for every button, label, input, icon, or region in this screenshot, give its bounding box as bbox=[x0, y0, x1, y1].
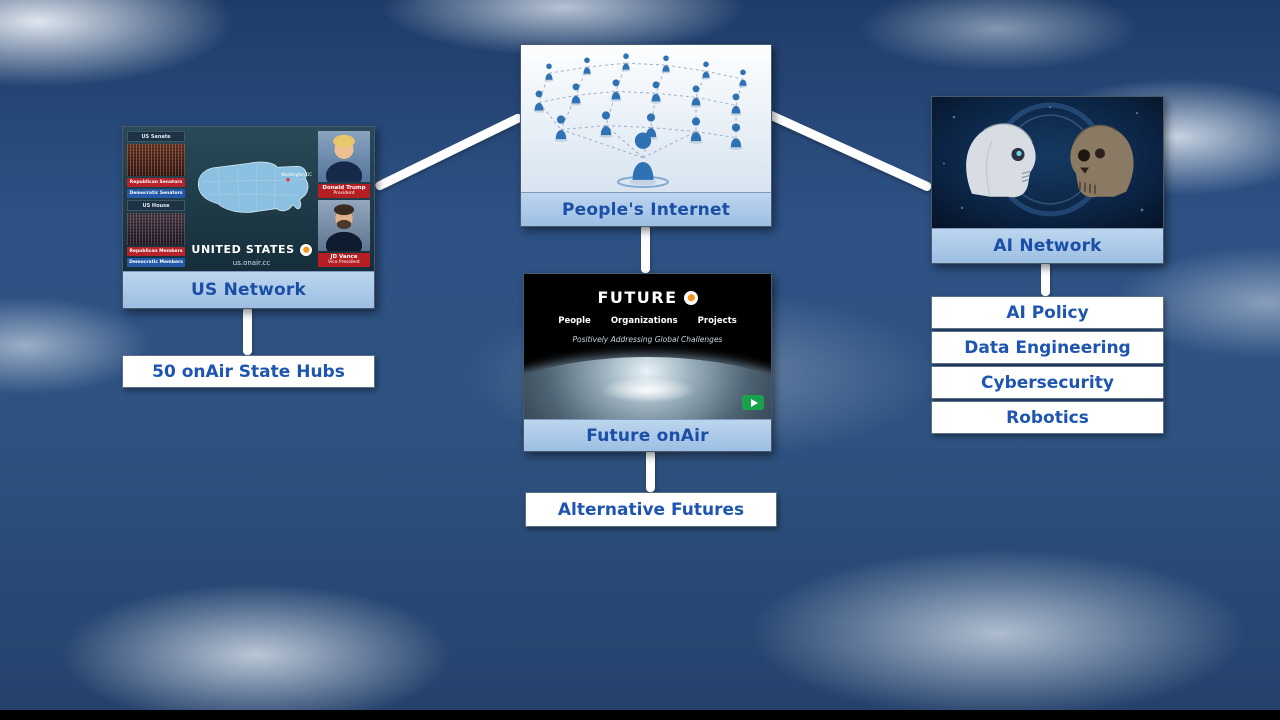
us-house-header: US House bbox=[127, 200, 185, 211]
future-title-row: FUTURE bbox=[597, 288, 698, 307]
vice-president-caption: JD Vance Vice President bbox=[318, 253, 370, 267]
node-robotics[interactable]: Robotics bbox=[931, 401, 1164, 434]
robot-and-skull-graphic bbox=[932, 97, 1163, 228]
letterbox-bar bbox=[0, 710, 1280, 720]
house-democrat-bar: Democratic Members bbox=[127, 258, 185, 267]
president-title: President bbox=[333, 191, 355, 196]
vice-president-title: Vice President bbox=[328, 260, 360, 265]
future-menu-people: People bbox=[558, 316, 591, 326]
node-us-network[interactable]: US Senate Republican Senators Democratic… bbox=[122, 126, 375, 309]
future-menu-projects: Projects bbox=[697, 316, 737, 326]
ai-network-image bbox=[932, 97, 1163, 228]
congress-column: US Senate Republican Senators Democratic… bbox=[127, 131, 185, 267]
node-cybersecurity[interactable]: Cybersecurity bbox=[931, 366, 1164, 399]
onair-logo-icon bbox=[299, 243, 312, 256]
future-onair-label: Future onAir bbox=[524, 419, 771, 451]
play-triangle-icon bbox=[750, 398, 758, 407]
executive-column: Donald Trump President JD Vance Vice Pre… bbox=[318, 131, 370, 267]
node-future-onair[interactable]: FUTURE People Organizations Projects Pos… bbox=[523, 273, 772, 452]
people-network-image bbox=[521, 45, 771, 192]
vice-president-name: JD Vance bbox=[330, 254, 358, 260]
us-network-image: US Senate Republican Senators Democratic… bbox=[123, 127, 374, 271]
connector-us-to-internet bbox=[374, 112, 524, 192]
node-alternative-futures[interactable]: Alternative Futures bbox=[525, 492, 777, 527]
onair-logo-icon bbox=[683, 290, 698, 305]
future-video-image: FUTURE People Organizations Projects Pos… bbox=[524, 274, 771, 419]
future-tagline: Positively Addressing Global Challenges bbox=[572, 335, 723, 344]
vice-president-photo bbox=[318, 200, 370, 251]
connector-internet-to-future bbox=[641, 225, 650, 273]
node-peoples-internet[interactable]: People's Internet bbox=[520, 44, 772, 227]
house-chamber-photo bbox=[127, 213, 185, 245]
president-name: Donald Trump bbox=[322, 185, 366, 191]
us-site-url: us.onair.cc bbox=[232, 259, 271, 267]
connector-internet-to-ai bbox=[765, 109, 933, 193]
people-network-graphic bbox=[521, 45, 771, 192]
house-republican-bar: Republican Members bbox=[127, 247, 185, 256]
connector-ai-to-topics bbox=[1041, 262, 1050, 296]
node-state-hubs[interactable]: 50 onAir State Hubs bbox=[122, 355, 375, 388]
connector-us-to-hubs bbox=[243, 307, 252, 355]
future-menu: People Organizations Projects bbox=[558, 316, 737, 326]
ai-network-label: AI Network bbox=[932, 228, 1163, 263]
senate-republican-bar: Republican Senators bbox=[127, 178, 185, 187]
capital-label: Washington DC bbox=[281, 172, 312, 177]
united-states-title: UNITED STATES bbox=[191, 243, 295, 256]
senate-chamber-photo bbox=[127, 144, 185, 176]
sun-glint bbox=[599, 377, 696, 403]
president-photo bbox=[318, 131, 370, 182]
play-button-icon bbox=[742, 395, 764, 410]
us-map-column: Washington DC UNITED STATES us.onair.cc bbox=[189, 131, 314, 267]
connector-future-to-alternative bbox=[646, 450, 655, 492]
node-ai-policy[interactable]: AI Policy bbox=[931, 296, 1164, 329]
node-ai-network[interactable]: AI Network bbox=[931, 96, 1164, 264]
us-map-image: Washington DC bbox=[197, 161, 312, 213]
president-caption: Donald Trump President bbox=[318, 184, 370, 198]
future-title: FUTURE bbox=[597, 288, 678, 307]
us-senate-header: US Senate bbox=[127, 131, 185, 142]
us-network-label: US Network bbox=[123, 271, 374, 308]
node-data-engineering[interactable]: Data Engineering bbox=[931, 331, 1164, 364]
senate-democrat-bar: Democratic Senators bbox=[127, 189, 185, 198]
future-menu-organizations: Organizations bbox=[610, 316, 678, 326]
peoples-internet-label: People's Internet bbox=[521, 192, 771, 226]
us-title-row: UNITED STATES bbox=[191, 243, 312, 256]
